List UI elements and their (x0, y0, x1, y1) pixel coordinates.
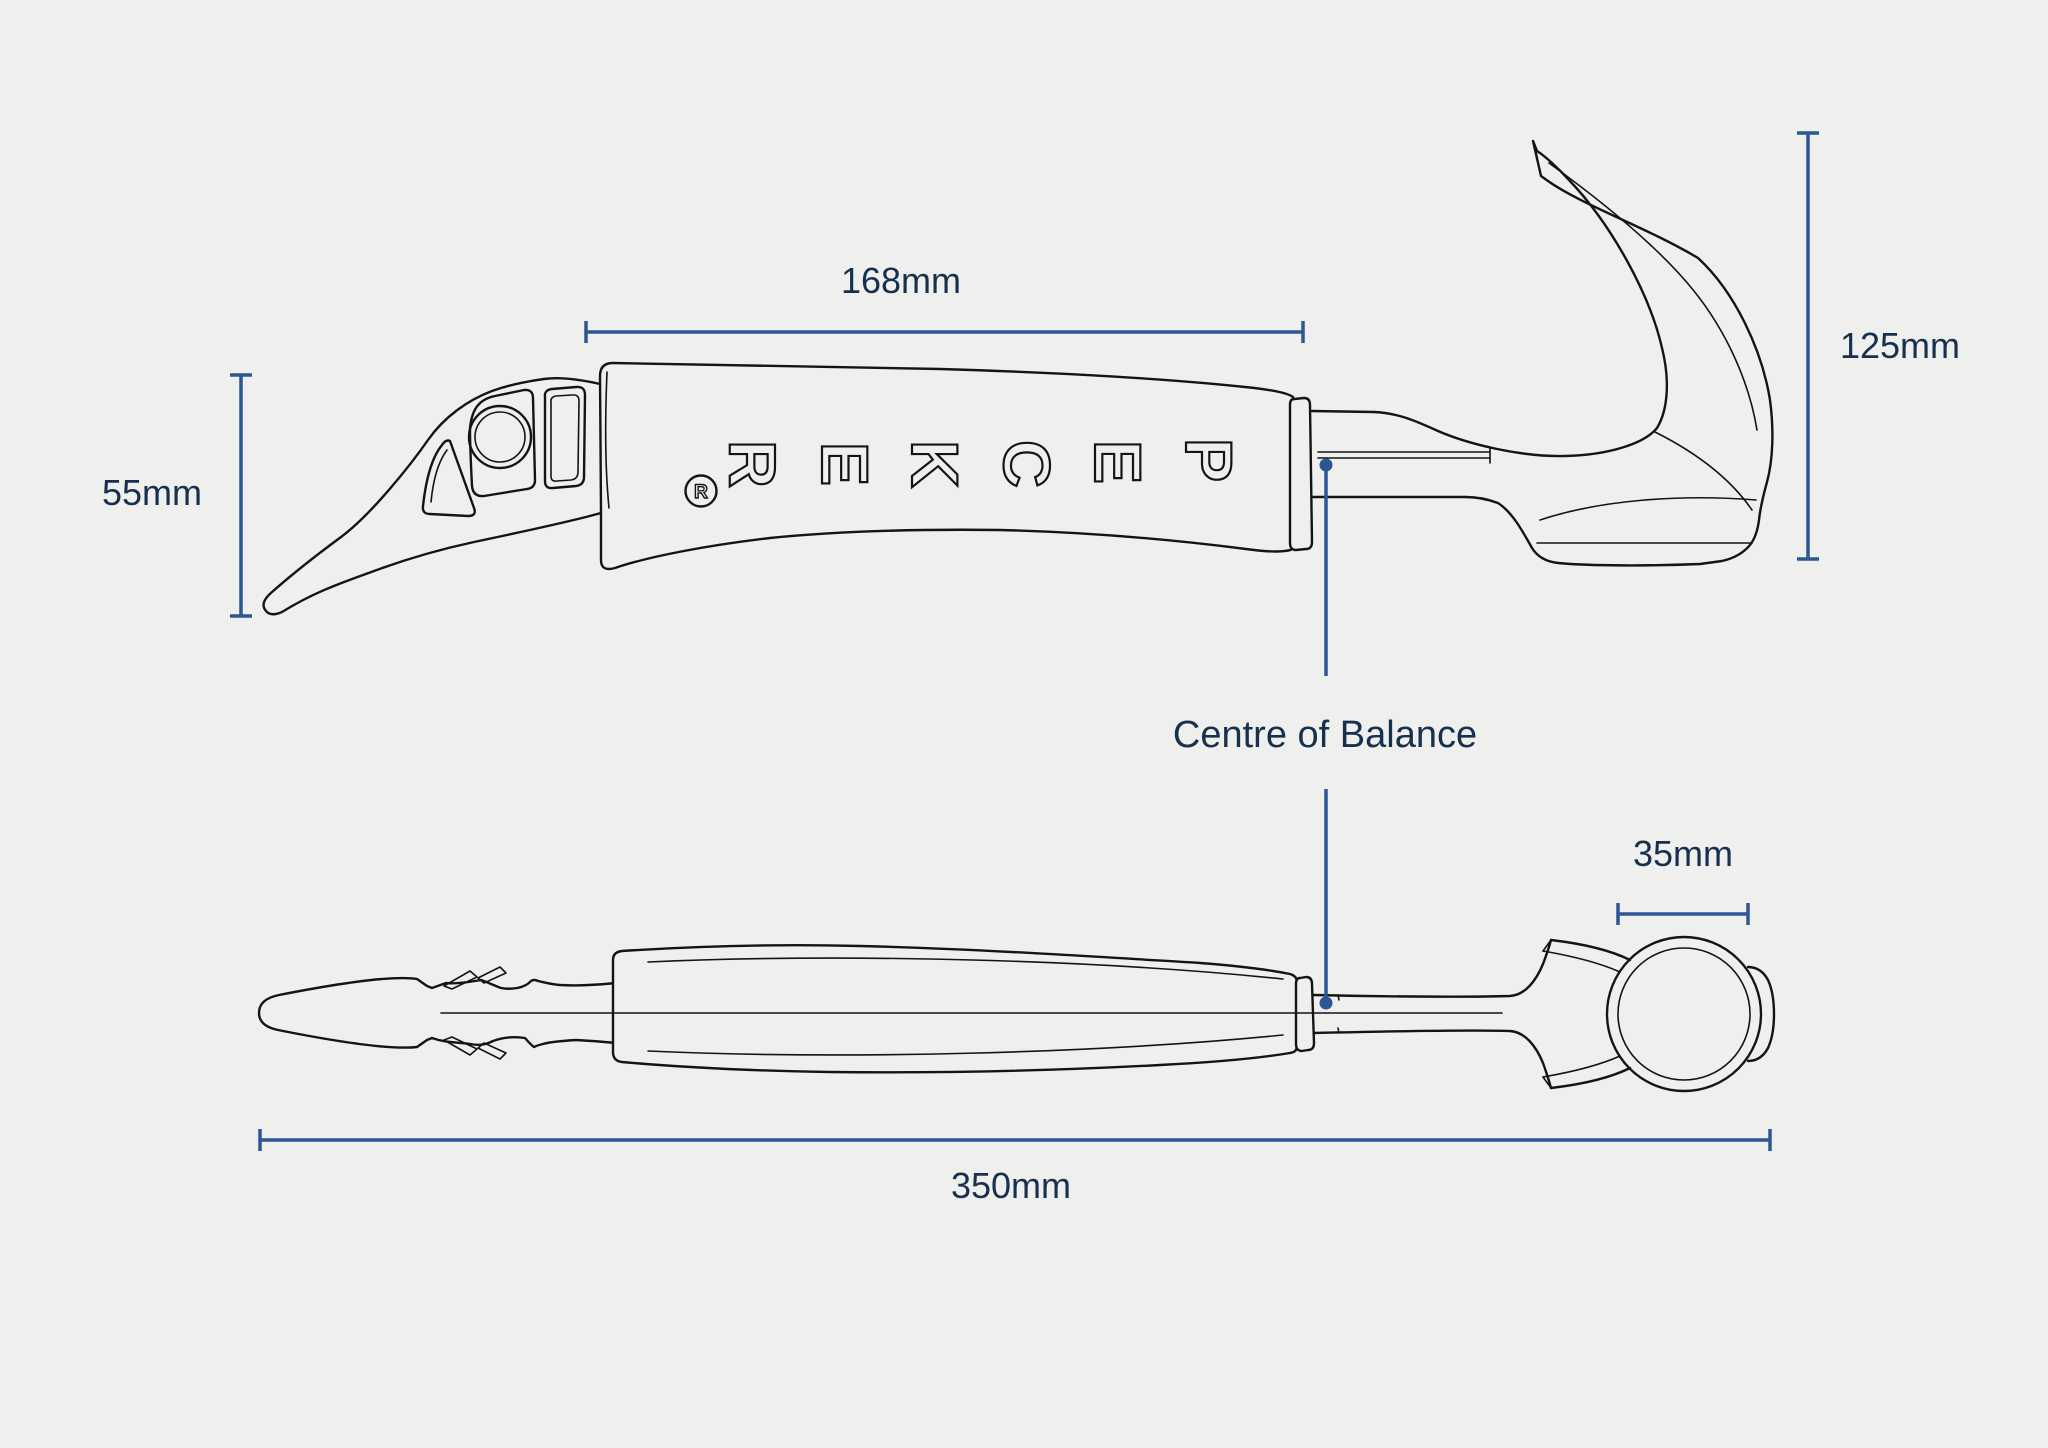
brand-letter-c: C (990, 440, 1064, 488)
top-view-shaft-notch-upper (1337, 994, 1340, 1001)
side-view-face-band-upper (1539, 496, 1757, 521)
top-view-grip-texture-lower (647, 1034, 1284, 1056)
top-view-wing-lower-inner (1542, 1055, 1621, 1078)
side-view-handle-end-outline (262, 377, 603, 616)
top-down-view-hammer (257, 935, 1776, 1093)
dimension-168-label: 168mm (841, 260, 961, 301)
top-view-handle-tip-outline (257, 976, 618, 1049)
side-view-head-claw-outline (1372, 139, 1774, 567)
dimension-350-line (258, 1129, 1772, 1151)
dimension-55-line (230, 373, 252, 618)
dimension-handle-end-height: 55mm (102, 373, 252, 618)
top-view-wing-lower-outer (1549, 1066, 1632, 1090)
top-view-face-rim (1746, 965, 1776, 1063)
dimension-face-diameter: 35mm (1616, 833, 1750, 925)
top-view-face-inner-circle (1617, 947, 1751, 1081)
side-view-hammer: R R E K C E P (262, 139, 1774, 616)
balance-dot-side-view (1319, 458, 1333, 472)
registered-mark-circle (684, 474, 718, 508)
side-view-thumb-ring-outer (467, 404, 533, 470)
dimension-grip-length: 168mm (584, 260, 1305, 343)
brand-letter-e2: E (1081, 440, 1155, 484)
brand-letter-k: K (898, 440, 972, 488)
dimension-head-height: 125mm (1797, 131, 1960, 561)
side-view-triangle-hole (421, 439, 476, 518)
side-view-grip-outline (598, 361, 1295, 571)
top-view-scallop-leaf-2 (477, 966, 507, 984)
side-view-end-cap (1288, 396, 1314, 552)
centre-of-balance-label: Centre of Balance (1173, 714, 1477, 756)
dimension-55-label: 55mm (102, 472, 202, 513)
brand-letter-p: P (1172, 438, 1246, 482)
brand-lettering: R R E K C E P (684, 437, 1247, 508)
top-view-scallop-leaf-1 (443, 970, 478, 990)
top-view-shaft-notch-lower (1337, 1027, 1340, 1034)
top-view-wing-upper-edge (1542, 939, 1552, 952)
brand-letter-r: R (716, 440, 790, 488)
side-view-rect-hole-inner (550, 394, 580, 482)
brand-letter-e1: E (808, 442, 882, 486)
side-view-rect-hole (543, 385, 587, 490)
top-view-face-outer-circle (1605, 935, 1763, 1093)
dimension-35-line (1616, 903, 1750, 925)
dimension-overall-length: 350mm (258, 1129, 1772, 1206)
registered-mark-r: R (694, 482, 708, 503)
dimension-125-label: 125mm (1840, 325, 1960, 366)
dimension-168-line (584, 321, 1305, 343)
top-view-wing-upper-outer (1549, 938, 1632, 962)
top-view-shaft-upper-edge (1312, 938, 1553, 998)
top-view-scallop-leaf-4 (477, 1042, 507, 1060)
dimension-35-label: 35mm (1633, 833, 1733, 874)
top-view-wing-lower-edge (1542, 1076, 1552, 1089)
side-view-grip-collar-line (604, 371, 610, 509)
dimension-125-line (1797, 131, 1819, 561)
side-view-grommet-hole (468, 388, 537, 498)
top-view-grip-outline (611, 944, 1299, 1074)
side-view-triangle-hole-inner-line (430, 449, 448, 503)
top-view-wing-upper-inner (1542, 950, 1621, 973)
top-view-shaft-lower-edge (1312, 1029, 1553, 1090)
top-view-grip-texture-upper (647, 957, 1284, 980)
side-view-thumb-ring-inner (474, 411, 526, 463)
side-view-shaft-top-edge (1310, 409, 1376, 414)
top-view-scallop-leaf-3 (443, 1036, 478, 1056)
top-view-end-cap (1294, 975, 1316, 1053)
balance-dot-top-view (1319, 996, 1333, 1010)
side-view-claw-notch (1535, 151, 1542, 177)
dimension-350-label: 350mm (951, 1165, 1071, 1206)
centre-of-balance-callout: Centre of Balance (1173, 458, 1477, 1010)
side-view-claw-inner-line (1548, 162, 1758, 431)
